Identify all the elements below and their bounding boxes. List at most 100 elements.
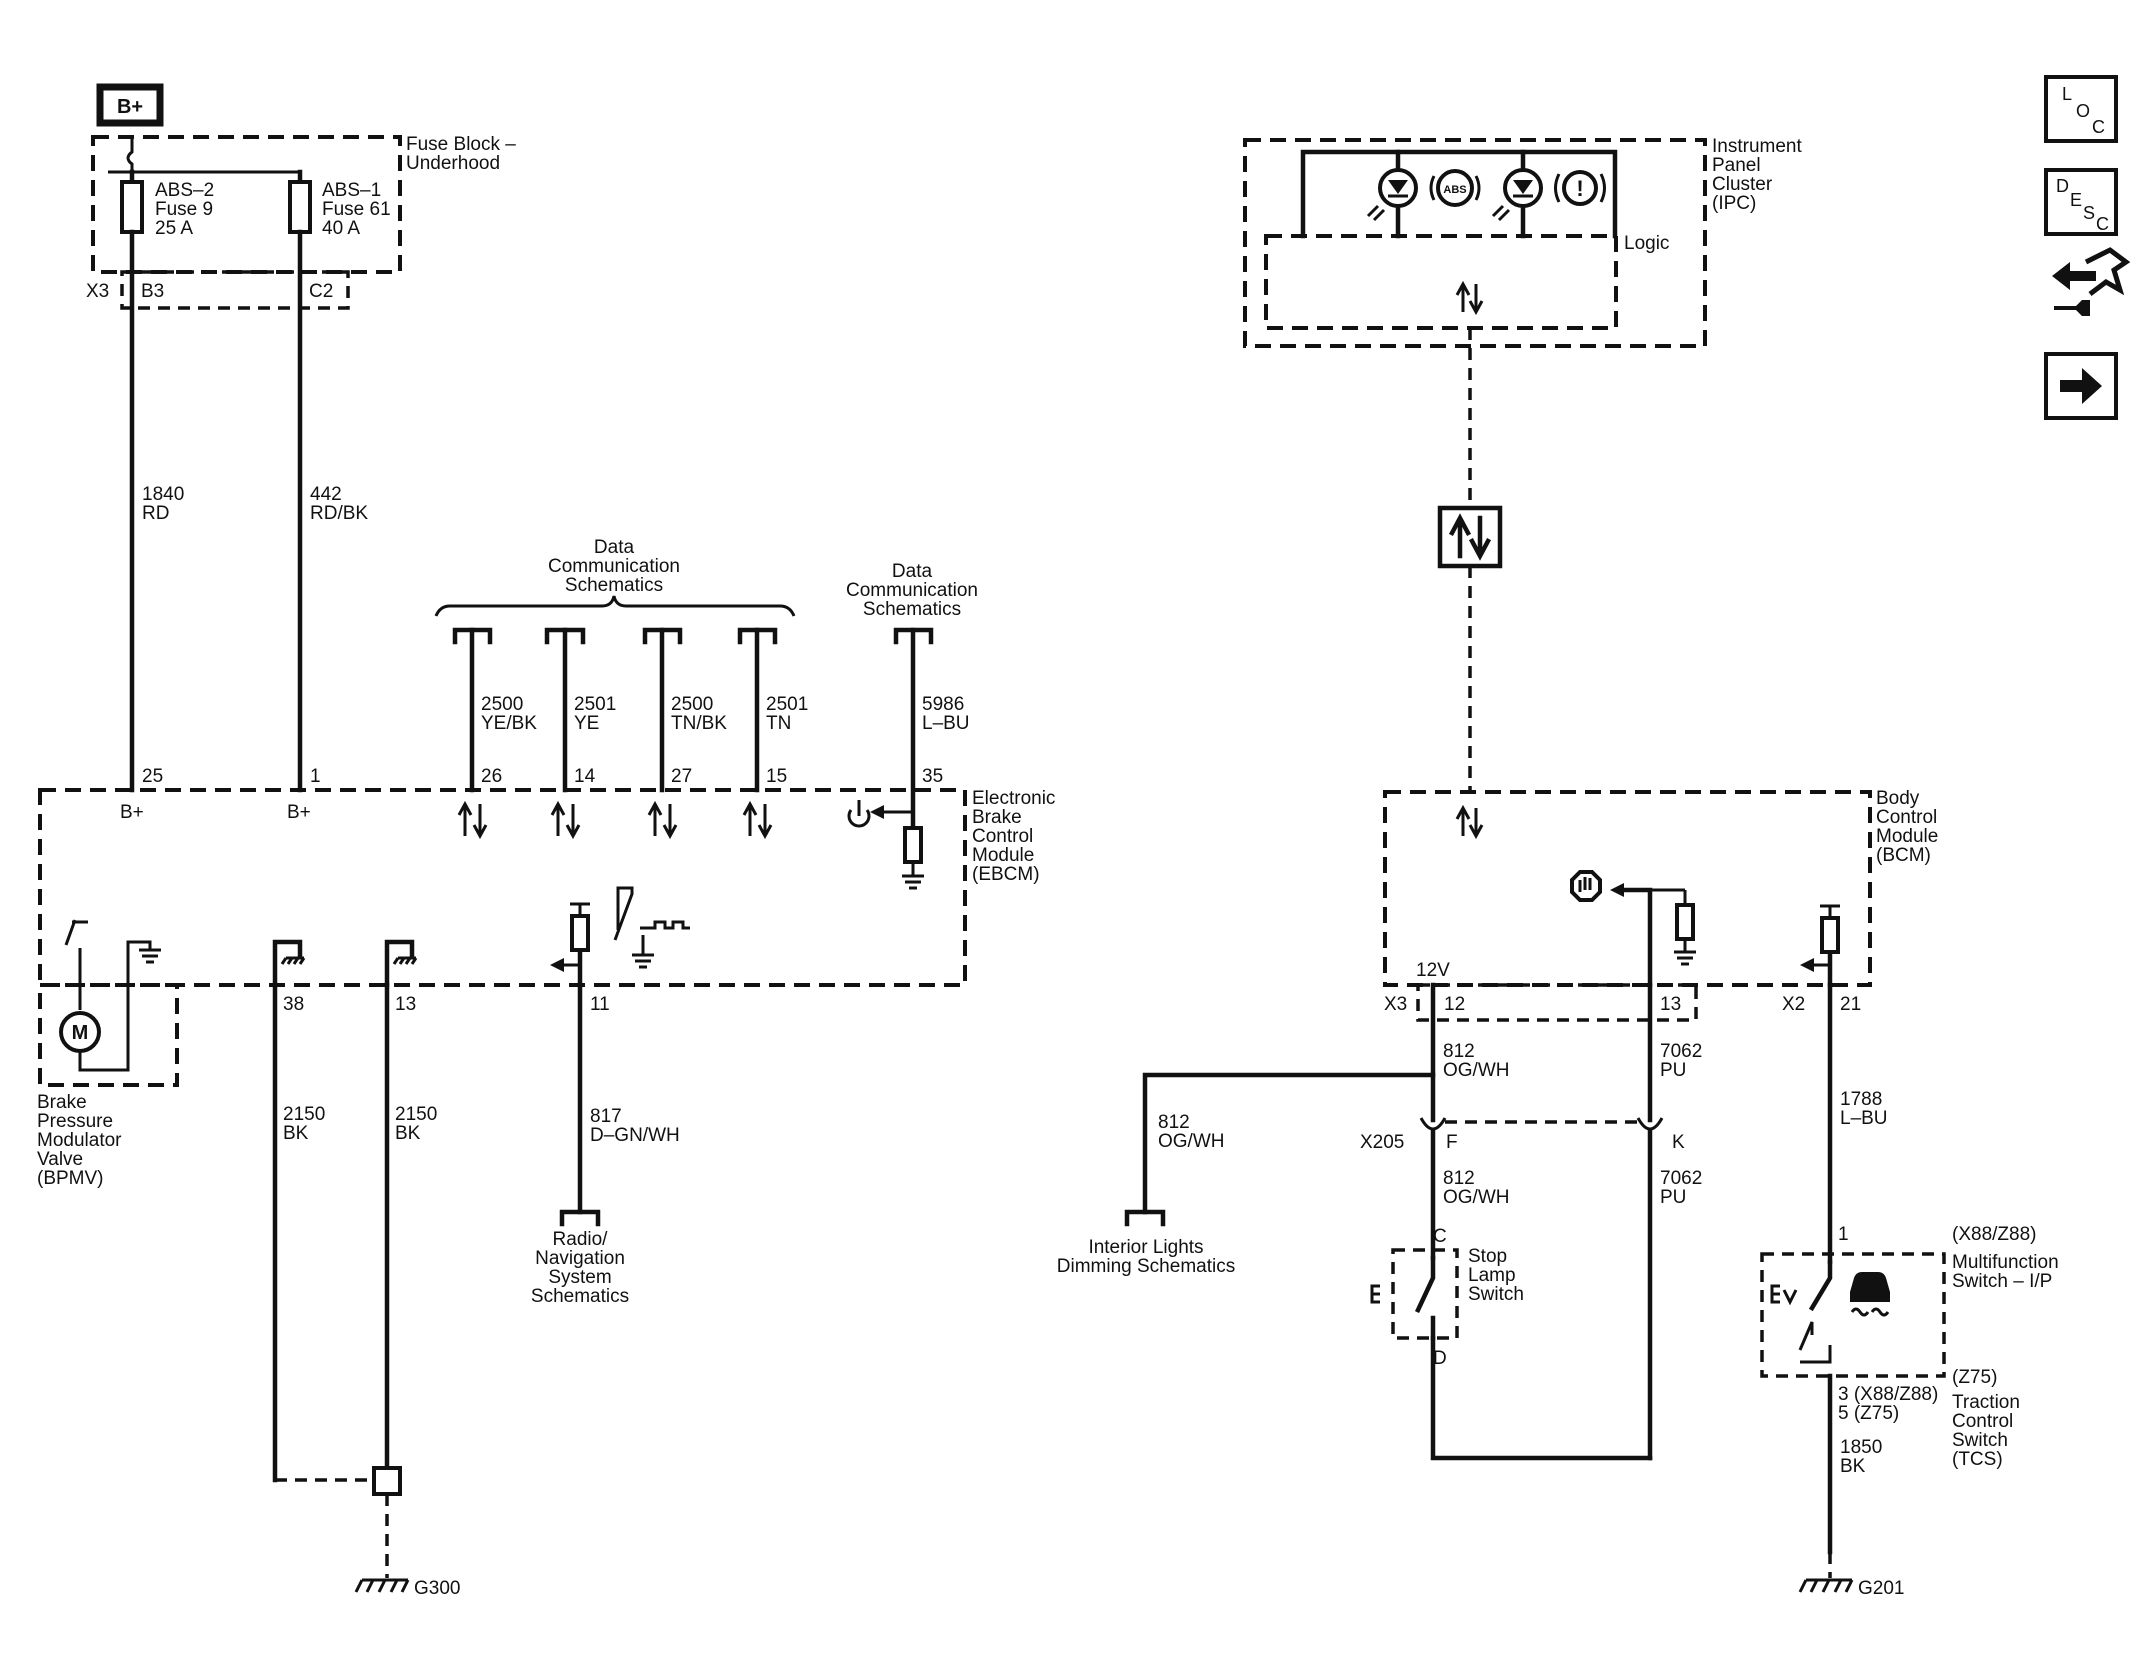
- battery-supply-label: B+: [117, 96, 143, 118]
- mf-switch-contact-2: [1798, 1321, 1832, 1364]
- data-comm-1-line-1: Data: [594, 537, 635, 558]
- bpmv: M Brake Pressure Modulator Valve (BPMV): [37, 948, 179, 1189]
- wire-817-number: 817: [590, 1106, 622, 1127]
- wire-1850-color: BK: [1840, 1456, 1866, 1477]
- wire-1840-number: 1840: [142, 484, 184, 505]
- bcm-title-1: Body: [1876, 788, 1920, 809]
- wire-442-color: RD/BK: [310, 503, 368, 524]
- ground-internal-13: [384, 939, 415, 988]
- ebcm-pin-14: 14: [574, 766, 596, 787]
- bcm-title-3: Module: [1876, 826, 1938, 847]
- ipc-bus: [1300, 149, 1618, 239]
- stop-switch-e-mark: [1370, 1284, 1380, 1304]
- bcm-pin-12: 12: [1444, 994, 1465, 1015]
- fuse-abs1-rating: 40 A: [322, 218, 360, 239]
- wire-5986-number: 5986: [922, 694, 964, 715]
- ground-g201-label: G201: [1858, 1578, 1904, 1599]
- tcs-option: (Z75): [1952, 1367, 1997, 1388]
- mf-switch-contact-1: [1808, 1259, 1833, 1312]
- data-comm-2-line-3: Schematics: [863, 599, 961, 620]
- wire-2501-a-number: 2501: [574, 694, 616, 715]
- instrument-panel-cluster: Instrument Panel Cluster (IPC) Logic ABS: [1243, 136, 1802, 348]
- gateway-arrows-icon: [1448, 513, 1492, 561]
- brake-warning-icon: !: [1554, 170, 1606, 206]
- ebcm-title-2: Brake: [972, 807, 1022, 828]
- fuse-abs1-name: ABS–1: [322, 180, 381, 201]
- ebcm-title-3: Control: [972, 826, 1033, 847]
- ebcm-pin-25: 25: [142, 766, 163, 787]
- wire-7062-a-color: PU: [1660, 1060, 1686, 1081]
- wire-2501-b-color: TN: [766, 713, 791, 734]
- ebcm-pin-27: 27: [671, 766, 692, 787]
- ebcm-pin-15: 15: [766, 766, 787, 787]
- ebcm-pin-13: 13: [395, 994, 416, 1015]
- desc-e: E: [2070, 190, 2082, 210]
- ipc-logic-label: Logic: [1624, 233, 1669, 254]
- wire-1788-color: L–BU: [1840, 1108, 1888, 1129]
- wire-1850-number: 1850: [1840, 1437, 1882, 1458]
- desc-s: S: [2083, 203, 2095, 223]
- stop-switch-contact: [1415, 1255, 1436, 1341]
- ipc-title-3: Cluster: [1712, 174, 1773, 195]
- connector-x205: X205 F K: [1360, 1117, 1685, 1153]
- wire-2500-a-color: YE/BK: [481, 713, 537, 734]
- chassis-ground-g300-icon: [354, 1578, 410, 1593]
- bpmv-title-4: Valve: [37, 1149, 83, 1170]
- chassis-ground-icon: [392, 956, 418, 965]
- wire-442-number: 442: [310, 484, 342, 505]
- fuse-block-title-1: Fuse Block –: [406, 134, 516, 155]
- ebcm-bplus-2: B+: [287, 802, 311, 823]
- wakeup-circuit: [847, 800, 924, 890]
- mf-switch-e-mark: [1770, 1284, 1780, 1304]
- abs-indicator-led: [1366, 168, 1418, 222]
- fuse-abs2-number: Fuse 9: [155, 199, 213, 220]
- next-page-button[interactable]: [2044, 352, 2118, 420]
- fuse-block-outline: [91, 135, 402, 274]
- wire-812-b-number: 812: [1158, 1112, 1190, 1133]
- stop-switch-title-3: Switch: [1468, 1284, 1524, 1305]
- location-button[interactable]: L O C: [2044, 75, 2118, 143]
- mf-switch-pin-1: 1: [1838, 1224, 1849, 1245]
- tcs-title-2: Control: [1952, 1411, 2013, 1432]
- wire-812-a-number: 812: [1443, 1041, 1475, 1062]
- stop-switch-title-1: Stop: [1468, 1246, 1507, 1267]
- description-button[interactable]: D E S C: [2044, 168, 2118, 236]
- fuse-connector-x3: X3: [86, 281, 109, 302]
- data-comm-2-line-1: Data: [892, 561, 933, 582]
- stop-switch-title-2: Lamp: [1468, 1265, 1516, 1286]
- data-comm-1-line-2: Communication: [548, 556, 680, 577]
- wire-2150-a-color: BK: [283, 1123, 309, 1144]
- tcs-title-3: Switch: [1952, 1430, 2008, 1451]
- data-comm-bracket: [434, 595, 796, 617]
- bcm-title-4: (BCM): [1876, 845, 1931, 866]
- stop-lamp-switch: C Stop Lamp Switch D: [1370, 1226, 1524, 1369]
- switch-icon: [64, 919, 88, 946]
- ground-icon: [1674, 950, 1696, 966]
- fuse-connector-outline: [120, 270, 350, 310]
- data-comm-2-line-2: Communication: [846, 580, 978, 601]
- bcm-data-arrows-icon: [1455, 804, 1484, 840]
- bcm-connector-x3: X3: [1384, 994, 1407, 1015]
- desc-c: C: [2096, 214, 2109, 234]
- pwm-signal-icon: [640, 920, 690, 930]
- radio-ref-3: System: [548, 1267, 611, 1288]
- stop-switch-pin-c: C: [1433, 1226, 1447, 1247]
- x205-label: X205: [1360, 1132, 1404, 1153]
- pin-11-switch: [613, 886, 634, 941]
- ebcm-bplus-1: B+: [120, 802, 144, 823]
- bpmv-title-5: (BPMV): [37, 1168, 104, 1189]
- loc-o: O: [2076, 101, 2090, 121]
- interior-lights-connector: [1124, 1209, 1166, 1227]
- tcs-title-1: Traction: [1952, 1392, 2020, 1413]
- traction-control-icon: [1850, 1272, 1890, 1317]
- wire-812-b-color: OG/WH: [1158, 1131, 1225, 1152]
- mf-switch-v-mark: [1782, 1289, 1798, 1306]
- motor-label: M: [72, 1022, 89, 1044]
- power-icon: [847, 800, 871, 828]
- mf-switch-title-2: Switch – I/P: [1952, 1271, 2052, 1292]
- bpmv-outline: [38, 983, 179, 1087]
- brake-indicator-led: [1491, 168, 1543, 222]
- fuse-abs2-name: ABS–2: [155, 180, 214, 201]
- ipc-logic-box: [1264, 234, 1618, 330]
- diagnostic-procedure-icon[interactable]: [2052, 247, 2131, 316]
